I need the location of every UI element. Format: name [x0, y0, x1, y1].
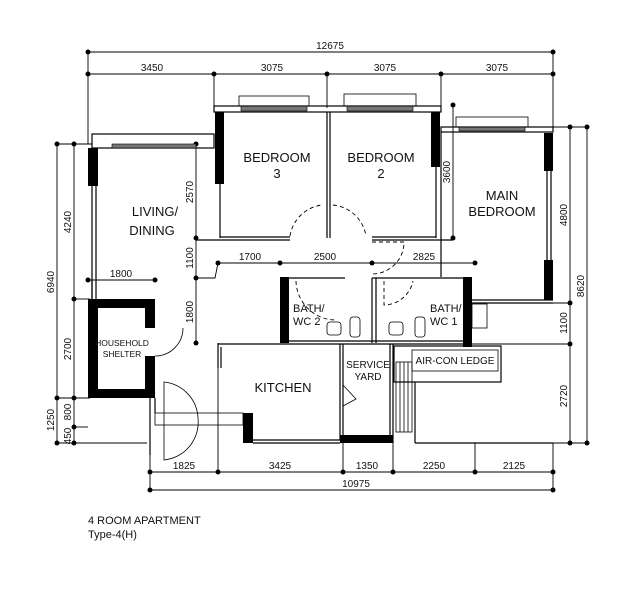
label-bath2-2: WC 2 — [293, 316, 321, 328]
dim-bottom-2: 3425 — [269, 461, 292, 472]
label-living-1: LIVING/ — [132, 204, 179, 219]
door-bedroom2 — [332, 204, 367, 237]
label-bedroom2-1: BEDROOM — [347, 150, 414, 165]
dim-top-total: 12675 — [316, 41, 344, 52]
plan-title: 4 ROOM APARTMENT — [88, 515, 201, 527]
room-labels: BEDROOM 3 BEDROOM 2 MAIN BEDROOM LIVING/… — [95, 150, 536, 395]
dim-left-4: 450 — [63, 427, 74, 444]
dim-bottom-5: 2125 — [503, 461, 526, 472]
dim-left-3: 800 — [63, 403, 74, 420]
dim-left-total: 6940 — [46, 270, 57, 293]
door-bedroom3 — [289, 204, 323, 237]
dim-left-1: 4240 — [63, 210, 74, 233]
label-bath1-2: WC 1 — [430, 316, 458, 328]
dim-shelter-width: 1800 — [110, 269, 133, 280]
dim-mid-2: 2500 — [314, 252, 337, 263]
label-service-yard-1: SERVICE — [346, 360, 390, 371]
label-bedroom3-1: BEDROOM — [243, 150, 310, 165]
top-dimensions: 12675 3450 3075 3075 3075 — [85, 41, 556, 144]
dim-top-1: 3450 — [141, 63, 164, 74]
bottom-dimensions: 1825 3425 1350 2250 2125 10975 — [147, 343, 556, 493]
dim-corridor: 1100 — [185, 247, 196, 269]
dim-mid-3: 2825 — [413, 252, 436, 263]
dim-living-depth: 2570 — [185, 180, 196, 203]
dim-right-3: 2720 — [559, 384, 570, 407]
planter-ledge — [395, 361, 413, 433]
dim-right-1: 4800 — [559, 203, 570, 226]
dim-top-4: 3075 — [486, 63, 509, 74]
label-kitchen: KITCHEN — [254, 380, 311, 395]
toilet-icon — [414, 316, 426, 338]
right-dimensions: 4800 1100 2720 8620 — [415, 124, 590, 446]
dim-right-total: 8620 — [576, 274, 587, 297]
label-service-yard-2: YARD — [354, 372, 381, 383]
dim-top-2: 3075 — [261, 63, 284, 74]
label-shelter-1: HOUSEHOLD — [95, 338, 149, 348]
label-bath2-1: BATH/ — [293, 303, 326, 315]
door-main-entrance — [163, 381, 199, 461]
basin-icon — [388, 321, 404, 336]
fixtures — [326, 316, 426, 338]
door-corridor — [371, 241, 405, 275]
label-bedroom2-2: 2 — [377, 166, 384, 181]
label-shelter-2: SHELTER — [103, 349, 142, 359]
label-living-2: DINING — [129, 223, 175, 238]
label-main-bedroom-1: MAIN — [486, 188, 519, 203]
dim-bottom-3: 1350 — [356, 461, 379, 472]
dim-left-lower: 1250 — [46, 408, 57, 431]
label-bedroom3-2: 3 — [273, 166, 280, 181]
dim-right-2: 1100 — [559, 312, 570, 334]
doors — [154, 204, 414, 461]
dim-bath-depth: 1800 — [185, 300, 196, 323]
basin-icon — [326, 321, 342, 336]
door-bath1 — [383, 280, 414, 306]
dim-bottom-1: 1825 — [173, 461, 196, 472]
dim-top-3: 3075 — [374, 63, 397, 74]
label-aircon-ledge: AIR-CON LEDGE — [416, 356, 495, 367]
interior-dimensions: 2570 1100 1800 1700 2500 2825 1800 3600 — [85, 102, 478, 346]
dim-mid-1: 1700 — [239, 252, 262, 263]
dim-bottom-4: 2250 — [423, 461, 446, 472]
left-dimensions: 6940 4240 2700 800 450 1250 — [46, 141, 147, 446]
dim-bottom-total: 10975 — [342, 479, 370, 490]
label-main-bedroom-2: BEDROOM — [468, 204, 535, 219]
door-shelter — [154, 327, 184, 357]
toilet-icon — [349, 316, 361, 338]
label-bath1-1: BATH/ — [430, 303, 463, 315]
plan-subtitle: Type-4(H) — [88, 529, 137, 541]
door-bath2 — [295, 280, 336, 321]
walls — [88, 93, 554, 455]
dim-left-2: 2700 — [63, 337, 74, 360]
dim-bedroom2-depth: 3600 — [442, 160, 453, 183]
